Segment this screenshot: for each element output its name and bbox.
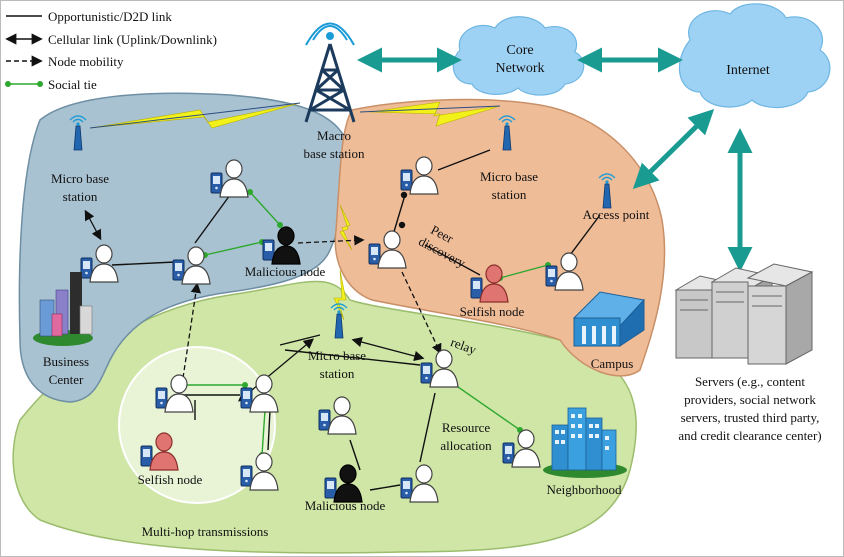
micro-bottom-label-2: station <box>320 366 355 381</box>
core-label-2: Network <box>496 61 545 76</box>
access-point-label: Access point <box>583 207 650 222</box>
servers-caption: Servers (e.g., content providers, social… <box>678 374 821 443</box>
micro-left-label-2: station <box>63 189 98 204</box>
servers-line-2: providers, social network <box>684 392 816 407</box>
campus-icon <box>572 291 645 347</box>
neighborhood-icon <box>543 407 627 478</box>
internet-label: Internet <box>726 63 770 78</box>
micro-right-label-2: station <box>492 187 527 202</box>
selfish-right-label: Selfish node <box>460 304 525 319</box>
link-dot <box>400 191 408 199</box>
business-label: Business <box>43 354 89 369</box>
macro-base-station-icon <box>304 22 356 123</box>
legend-social: Social tie <box>48 77 97 92</box>
micro-left-label: Micro base <box>51 171 109 186</box>
neighborhood-label: Neighborhood <box>546 482 622 497</box>
servers-icon <box>674 263 814 365</box>
backhaul-links <box>357 47 753 272</box>
campus-label: Campus <box>591 356 634 371</box>
resource-label: Resource <box>442 420 491 435</box>
malicious-bottom-label: Malicious node <box>305 498 386 513</box>
social-ties <box>180 191 549 456</box>
business-center-icon <box>33 272 93 346</box>
servers-line-3: servers, trusted third party, <box>681 410 820 425</box>
servers-line-1: Servers (e.g., content <box>695 374 805 389</box>
legend: Opportunistic/D2D link Cellular link (Up… <box>5 9 217 92</box>
legend-d2d: Opportunistic/D2D link <box>48 9 172 24</box>
macro-label-2: base station <box>303 146 365 161</box>
macro-label: Macro <box>317 128 351 143</box>
multihop-label: Multi-hop transmissions <box>142 524 269 539</box>
cellular-lines <box>89 102 501 129</box>
mobility-links <box>182 235 442 379</box>
resource-label-2: allocation <box>440 438 492 453</box>
business-label-2: Center <box>49 372 84 387</box>
internet-cloud: Internet <box>678 3 831 109</box>
selfish-left-label: Selfish node <box>138 472 203 487</box>
link-dot-2 <box>398 221 406 229</box>
legend-mobility: Node mobility <box>48 54 124 69</box>
servers-line-4: and credit clearance center) <box>678 428 821 443</box>
core-network-cloud: Core Network <box>452 16 585 96</box>
legend-cellular: Cellular link (Uplink/Downlink) <box>48 32 217 47</box>
micro-right-label: Micro base <box>480 169 538 184</box>
blue-region <box>18 92 353 403</box>
malicious-top-label: Malicious node <box>245 264 326 279</box>
core-label: Core <box>506 43 533 58</box>
